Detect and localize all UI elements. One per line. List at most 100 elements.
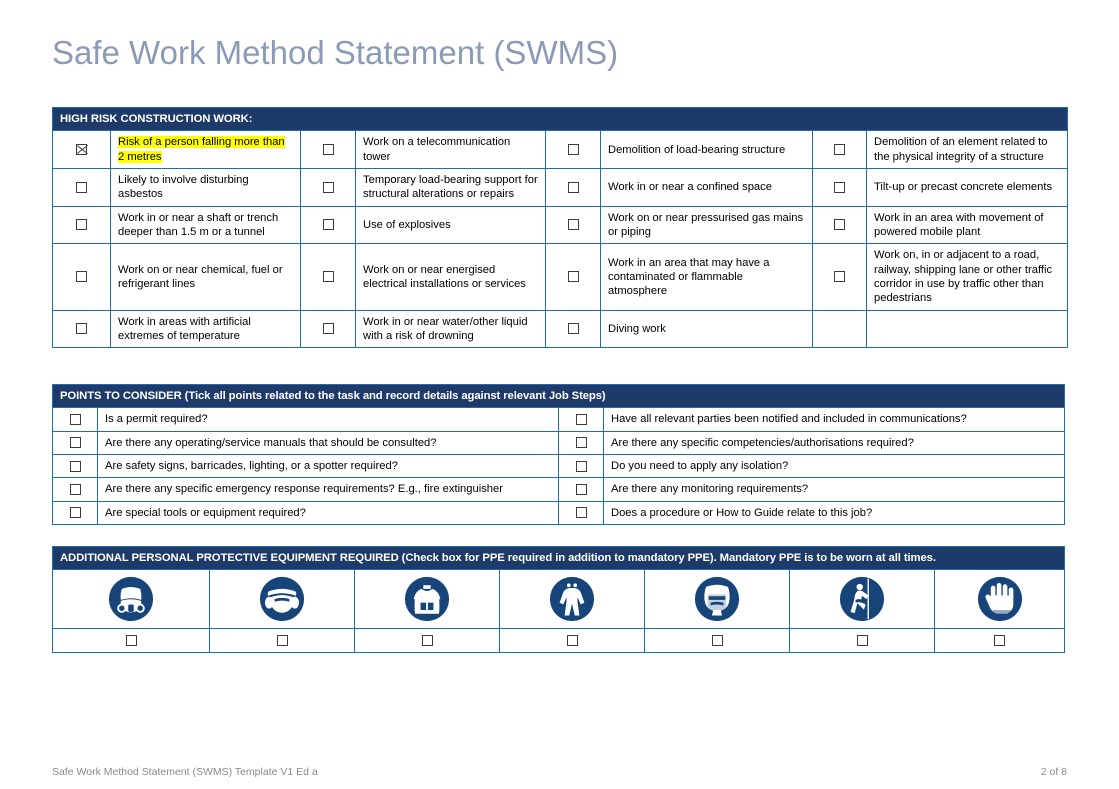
ppe-checkbox-cell[interactable]	[933, 628, 1066, 653]
high-risk-checkbox[interactable]	[834, 144, 845, 156]
high-risk-checkbox[interactable]	[322, 219, 334, 231]
point-checkbox[interactable]	[69, 437, 81, 449]
high-risk-checkbox-cell[interactable]	[300, 309, 356, 349]
high-risk-checkbox[interactable]	[322, 144, 334, 156]
high-risk-checkbox-cell[interactable]	[300, 168, 356, 207]
ppe-checkbox-row	[52, 628, 1066, 653]
point-checkbox[interactable]	[575, 483, 587, 495]
high-risk-checkbox[interactable]	[834, 219, 845, 231]
high-risk-item-label: Tilt-up or precast concrete elements	[866, 168, 1068, 207]
point-checkbox-cell[interactable]	[558, 500, 604, 526]
point-checkbox[interactable]	[575, 507, 587, 519]
point-checkbox-cell[interactable]	[52, 407, 98, 432]
points-to-consider-table: POINTS TO CONSIDER (Tick all points rela…	[51, 383, 1066, 526]
table-row: Are there any specific emergency respons…	[52, 477, 1066, 502]
page-title: Safe Work Method Statement (SWMS)	[52, 34, 619, 71]
table-row: Work in areas with artificial extremes o…	[52, 309, 1068, 349]
point-checkbox[interactable]	[575, 460, 587, 472]
high-risk-item-label: Work on or near chemical, fuel or refrig…	[110, 243, 301, 311]
high-risk-checkbox-cell[interactable]	[300, 243, 356, 311]
point-label: Is a permit required?	[97, 407, 559, 432]
ppe-checkbox-cell[interactable]	[789, 628, 935, 653]
high-risk-checkbox[interactable]	[76, 323, 87, 335]
high-risk-checkbox[interactable]	[76, 271, 87, 283]
high-risk-item-label: Work in areas with artificial extremes o…	[110, 309, 301, 349]
high-risk-item-label: Likely to involve disturbing asbestos	[110, 168, 301, 207]
high-risk-checkbox[interactable]	[322, 323, 334, 335]
point-checkbox-cell[interactable]	[558, 477, 604, 502]
high-risk-checkbox-cell[interactable]	[545, 168, 601, 207]
point-checkbox[interactable]	[69, 507, 81, 519]
high-risk-checkbox[interactable]	[567, 144, 579, 156]
high-risk-item-label: Work on, in or adjacent to a road, railw…	[866, 243, 1068, 311]
ppe-checkbox-cell[interactable]	[209, 628, 355, 653]
high-risk-checkbox[interactable]	[834, 181, 845, 193]
table-row: Are special tools or equipment required?…	[52, 500, 1066, 526]
point-checkbox[interactable]	[575, 437, 587, 449]
high-risk-checkbox-cell[interactable]	[812, 168, 867, 207]
point-checkbox-cell[interactable]	[52, 430, 98, 456]
ppe-checkbox-cell[interactable]	[52, 628, 210, 653]
point-checkbox[interactable]	[69, 414, 81, 425]
high-risk-item-label: Risk of a person falling more than 2 met…	[110, 130, 301, 170]
high-risk-checkbox-cell[interactable]	[52, 130, 111, 170]
ppe-checkbox[interactable]	[711, 635, 723, 646]
high-risk-checkbox-cell[interactable]	[545, 130, 601, 170]
point-checkbox[interactable]	[69, 483, 81, 495]
high-risk-checkbox[interactable]	[834, 271, 845, 283]
ppe-checkbox[interactable]	[276, 635, 288, 646]
point-label: Do you need to apply any isolation?	[602, 454, 1066, 479]
point-checkbox-cell[interactable]	[558, 430, 604, 456]
high-risk-checkbox[interactable]	[76, 144, 87, 156]
footer-document-name: Safe Work Method Statement (SWMS) Templa…	[52, 766, 318, 778]
high-risk-checkbox[interactable]	[567, 323, 579, 335]
protective-clothing-icon	[499, 569, 645, 630]
ppe-checkbox[interactable]	[856, 635, 868, 646]
high-risk-checkbox-cell[interactable]	[545, 205, 601, 245]
point-checkbox[interactable]	[69, 460, 81, 472]
high-risk-checkbox-cell[interactable]	[300, 130, 356, 170]
high-risk-checkbox[interactable]	[567, 219, 579, 231]
high-risk-checkbox-cell[interactable]	[300, 205, 356, 245]
point-checkbox-cell[interactable]	[558, 407, 604, 432]
point-checkbox-cell[interactable]	[52, 454, 98, 479]
safety-harness-icon	[789, 569, 935, 630]
high-risk-checkbox-cell[interactable]	[812, 243, 867, 311]
high-risk-checkbox-cell[interactable]	[812, 205, 867, 245]
high-risk-checkbox[interactable]	[322, 271, 334, 283]
point-checkbox[interactable]	[575, 414, 587, 425]
table-row: Work in or near a shaft or trench deeper…	[52, 205, 1068, 245]
ppe-checkbox-cell[interactable]	[499, 628, 645, 653]
high-risk-heading: HIGH RISK CONSTRUCTION WORK:	[52, 106, 1068, 132]
ppe-checkbox-cell[interactable]	[354, 628, 500, 653]
table-row: Work on or near chemical, fuel or refrig…	[52, 243, 1068, 311]
point-checkbox-cell[interactable]	[558, 454, 604, 479]
ppe-checkbox-cell[interactable]	[644, 628, 790, 653]
ppe-checkbox[interactable]	[566, 635, 578, 646]
high-risk-checkbox-cell[interactable]	[812, 130, 867, 170]
respirator-mask-icon	[52, 569, 210, 630]
high-risk-checkbox-cell[interactable]	[52, 168, 111, 207]
ppe-checkbox[interactable]	[994, 635, 1006, 646]
high-risk-checkbox[interactable]	[567, 271, 579, 283]
ppe-checkbox[interactable]	[421, 635, 433, 646]
high-risk-item-label: Work in an area that may have a contamin…	[600, 243, 813, 311]
point-checkbox-cell[interactable]	[52, 477, 98, 502]
protective-gloves-icon	[933, 569, 1066, 630]
high-risk-checkbox[interactable]	[567, 181, 579, 193]
high-risk-checkbox[interactable]	[76, 219, 87, 231]
point-label: Are safety signs, barricades, lighting, …	[97, 454, 559, 479]
point-checkbox-cell[interactable]	[52, 500, 98, 526]
high-risk-checkbox-cell[interactable]	[545, 243, 601, 311]
high-risk-checkbox[interactable]	[322, 181, 334, 193]
face-shield-icon	[644, 569, 790, 630]
high-risk-checkbox[interactable]	[76, 181, 87, 193]
section-header-row: HIGH RISK CONSTRUCTION WORK:	[52, 106, 1068, 132]
high-risk-checkbox-cell[interactable]	[52, 243, 111, 311]
high-risk-checkbox-cell[interactable]	[52, 205, 111, 245]
high-risk-checkbox-cell[interactable]	[545, 309, 601, 349]
table-row: Risk of a person falling more than 2 met…	[52, 130, 1068, 170]
high-risk-checkbox-cell[interactable]	[52, 309, 111, 349]
high-risk-construction-work-table: HIGH RISK CONSTRUCTION WORK: Risk of a p…	[52, 106, 1068, 349]
ppe-checkbox[interactable]	[125, 635, 137, 646]
